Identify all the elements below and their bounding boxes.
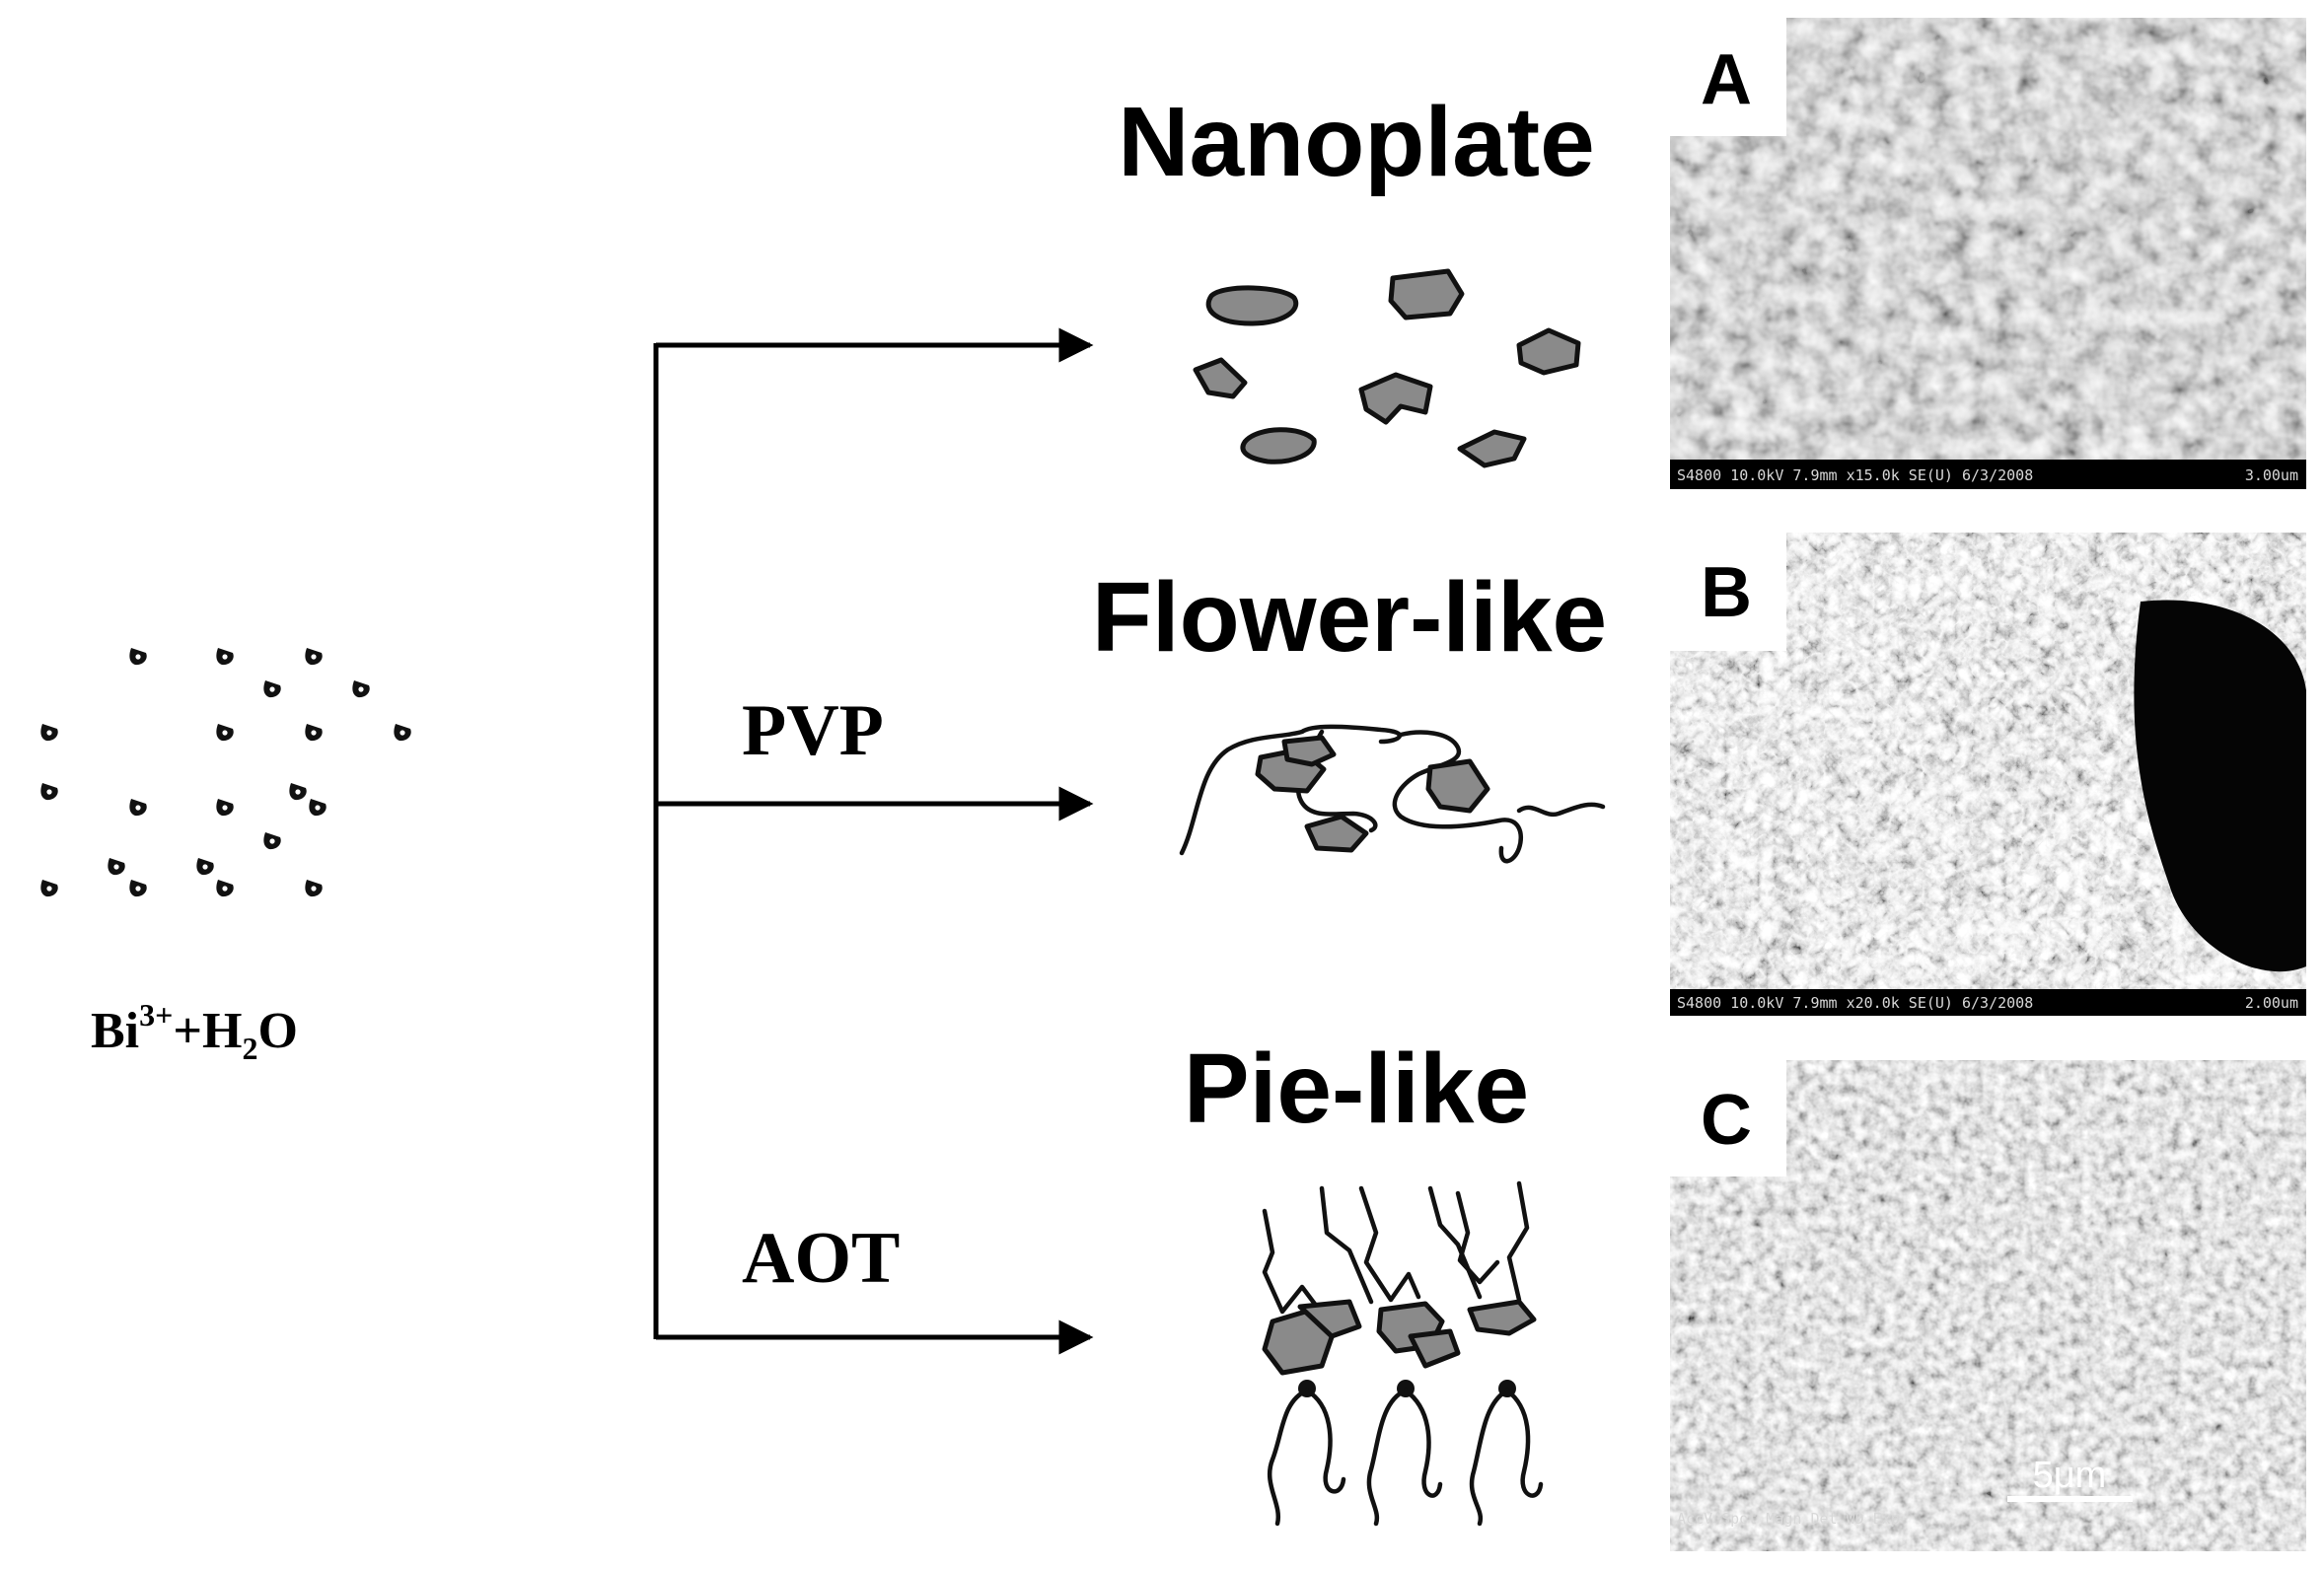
plate-shape: [1358, 372, 1433, 425]
reactant-label: Bi3++H2O: [91, 997, 298, 1066]
nanoplate-title: Nanoplate: [1118, 87, 1594, 197]
aot-label: AOT: [742, 1218, 900, 1299]
sem-info-a: S4800 10.0kV 7.9mm x15.0k SE(U) 6/3/2008: [1677, 466, 2033, 484]
reactant-charge: 3+: [139, 997, 173, 1033]
aot-tail: [1427, 1185, 1483, 1300]
ion-highlight: [295, 789, 301, 795]
plate-shape: [1425, 758, 1490, 814]
ion-highlight: [135, 805, 141, 811]
ion-highlight: [222, 654, 228, 660]
panel-label-box: [1670, 1060, 1786, 1177]
aot-tail: [1358, 1185, 1421, 1303]
plate-shape: [1297, 1299, 1362, 1339]
ion-highlight: [222, 730, 228, 736]
plate-shape: [1457, 429, 1527, 468]
sem-info-c: AccV Spot Magn Det WD Exp: [1677, 1510, 1900, 1528]
plate-shape: [1516, 327, 1581, 376]
pie-sketch: [1262, 1180, 1544, 1527]
ion-cluster: [40, 648, 411, 897]
pie-title: Pie-like: [1184, 1034, 1529, 1144]
sem-info-b: S4800 10.0kV 7.9mm x20.0k SE(U) 6/3/2008: [1677, 994, 2033, 1012]
sem-panel-c: C AccV Spot Magn Det WD Exp 5μm: [1670, 1060, 2306, 1551]
plate-shape: [1205, 285, 1299, 326]
reactant-tail: O: [257, 1003, 297, 1059]
ion-highlight: [269, 838, 275, 844]
nanoplate-sketch: [1193, 268, 1581, 468]
ion-highlight: [113, 864, 119, 870]
aot-lower-chain: [1267, 1388, 1310, 1527]
reactant-plus: +H: [173, 1003, 242, 1059]
plate-shape: [1304, 814, 1369, 853]
reactant-element: Bi: [91, 1003, 139, 1059]
aot-tail: [1455, 1190, 1500, 1285]
sem-panel-b: B S4800 10.0kV 7.9mm x20.0k SE(U) 6/3/20…: [1670, 533, 2306, 1016]
pvp-label: PVP: [742, 690, 884, 771]
aot-lower-chain: [1304, 1388, 1346, 1494]
pvp-chain: [1516, 802, 1606, 818]
aot-tail: [1319, 1185, 1374, 1305]
info-bar: [1670, 989, 2306, 1016]
ion-highlight: [222, 886, 228, 891]
ion-highlight: [202, 864, 208, 870]
aot-tail: [1262, 1208, 1320, 1315]
aot-lower-chain: [1403, 1388, 1443, 1498]
flower-title: Flower-like: [1092, 562, 1607, 673]
ion-highlight: [399, 730, 405, 736]
ion-highlight: [46, 789, 52, 795]
panel-letter-b: B: [1701, 553, 1752, 632]
ion-highlight: [311, 730, 317, 736]
flower-sketch: [1179, 724, 1606, 864]
pvp-chain: [1392, 730, 1524, 864]
panel-label-box: [1670, 533, 1786, 651]
plate-shape: [1467, 1299, 1537, 1336]
panel-letter-c: C: [1701, 1081, 1752, 1160]
ion-highlight: [358, 686, 364, 692]
aot-tail: [1506, 1180, 1530, 1303]
sem-panel-a: A S4800 10.0kV 7.9mm x15.0k SE(U) 6/3/20…: [1670, 18, 2306, 489]
plate-shape: [1240, 427, 1317, 464]
ion-highlight: [135, 886, 141, 891]
plate-shape: [1388, 268, 1465, 321]
aot-lower-chain: [1504, 1388, 1544, 1498]
sem-scale-c: 5μm: [2033, 1455, 2107, 1496]
info-bar: [1670, 460, 2306, 489]
panel-label-box: [1670, 18, 1786, 136]
ion-highlight: [222, 805, 228, 811]
ion-highlight: [311, 886, 317, 891]
aot-lower-chain: [1366, 1388, 1409, 1527]
ion-highlight: [269, 686, 275, 692]
ion-highlight: [315, 805, 321, 811]
pvp-chain: [1179, 724, 1403, 856]
sem-scale-b: 2.00um: [2245, 994, 2298, 1012]
dark-void: [2134, 600, 2306, 972]
ion-highlight: [46, 886, 52, 891]
sem-scale-a: 3.00um: [2245, 466, 2298, 484]
plate-shape: [1193, 357, 1248, 399]
plate-shape: [1408, 1328, 1461, 1369]
ion-highlight: [46, 730, 52, 736]
ion-highlight: [311, 654, 317, 660]
plate-shape: [1281, 735, 1337, 767]
branch-arrows: [653, 327, 1094, 1355]
reactant-subscript: 2: [242, 1031, 257, 1066]
ion-highlight: [135, 654, 141, 660]
panel-letter-a: A: [1701, 40, 1752, 119]
aot-lower-chain: [1469, 1388, 1510, 1527]
